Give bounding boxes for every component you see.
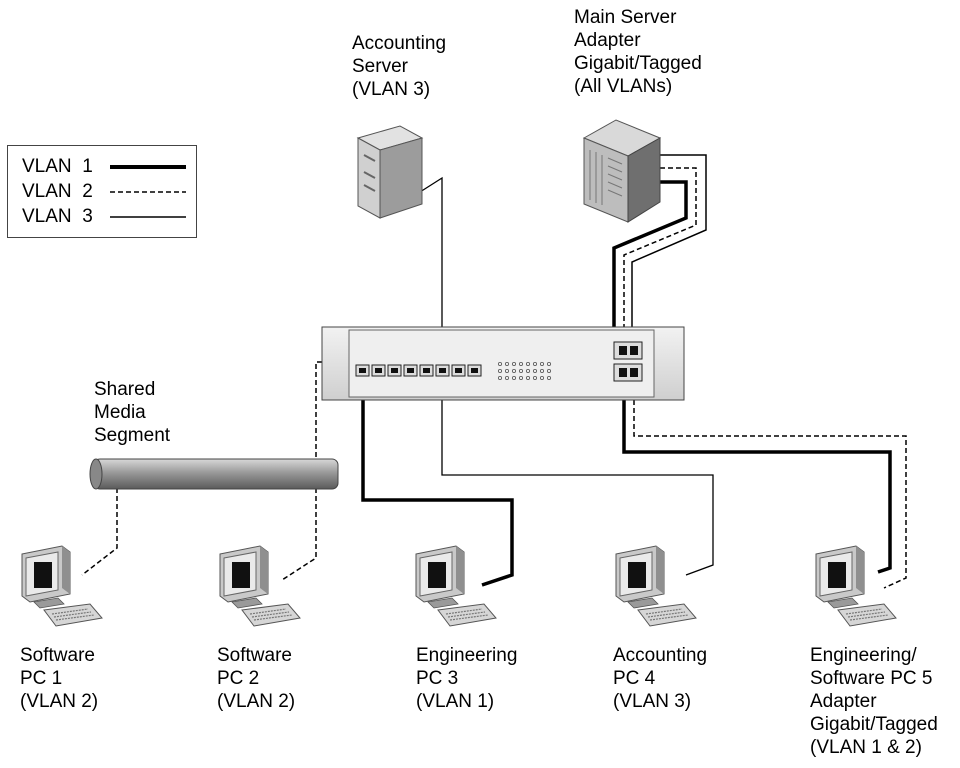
link-accounting-server	[419, 176, 443, 327]
pc5-label: Engineering/ Software PC 5 Adapter Gigab…	[810, 645, 938, 758]
link-main-server-dashed	[623, 167, 697, 327]
connection-lines	[81, 154, 907, 589]
switch-uplink-ports	[613, 341, 643, 382]
legend-label: VLAN 2	[22, 181, 93, 202]
link-main-server-thin	[631, 154, 707, 327]
link-pc2	[281, 488, 317, 581]
shared-media-label: Shared Media Segment	[94, 379, 171, 446]
link-pc5-dashed	[633, 400, 907, 589]
pc4-icon	[615, 545, 697, 627]
accounting-server-label: Accounting Server (VLAN 3)	[352, 33, 447, 100]
legend-row-vlan1: VLAN 1	[22, 156, 192, 178]
legend-label: VLAN 1	[22, 156, 93, 177]
legend: VLAN 1 VLAN 2 VLAN 3	[7, 145, 197, 238]
link-pc4	[441, 400, 714, 576]
legend-row-vlan2: VLAN 2	[22, 181, 192, 203]
accounting-server-icon	[356, 125, 424, 219]
network-switch	[321, 326, 685, 401]
legend-row-vlan3: VLAN 3	[22, 206, 192, 228]
main-server-label: Main Server Adapter Gigabit/Tagged (All …	[574, 7, 702, 97]
shared-media-segment	[89, 458, 339, 490]
pc5-icon	[815, 545, 897, 627]
legend-thin-line	[110, 216, 186, 218]
link-pc5-thick	[622, 400, 892, 574]
pc4-label: Accounting PC 4 (VLAN 3)	[613, 645, 708, 712]
link-pc3	[361, 400, 514, 587]
pc2-icon	[219, 545, 301, 627]
pc1-icon	[21, 545, 103, 627]
legend-dashed-line	[110, 191, 186, 193]
legend-label: VLAN 3	[22, 206, 93, 227]
pc1-label: Software PC 1 (VLAN 2)	[20, 645, 99, 712]
switch-leds	[497, 361, 552, 380]
link-shared-media	[315, 361, 322, 460]
pc3-label: Engineering PC 3 (VLAN 1)	[416, 645, 518, 712]
pc2-label: Software PC 2 (VLAN 2)	[217, 645, 296, 712]
link-main-server-thick	[612, 180, 688, 327]
main-server-icon	[582, 119, 662, 223]
legend-thick-line	[110, 165, 186, 169]
link-pc1	[81, 488, 118, 576]
